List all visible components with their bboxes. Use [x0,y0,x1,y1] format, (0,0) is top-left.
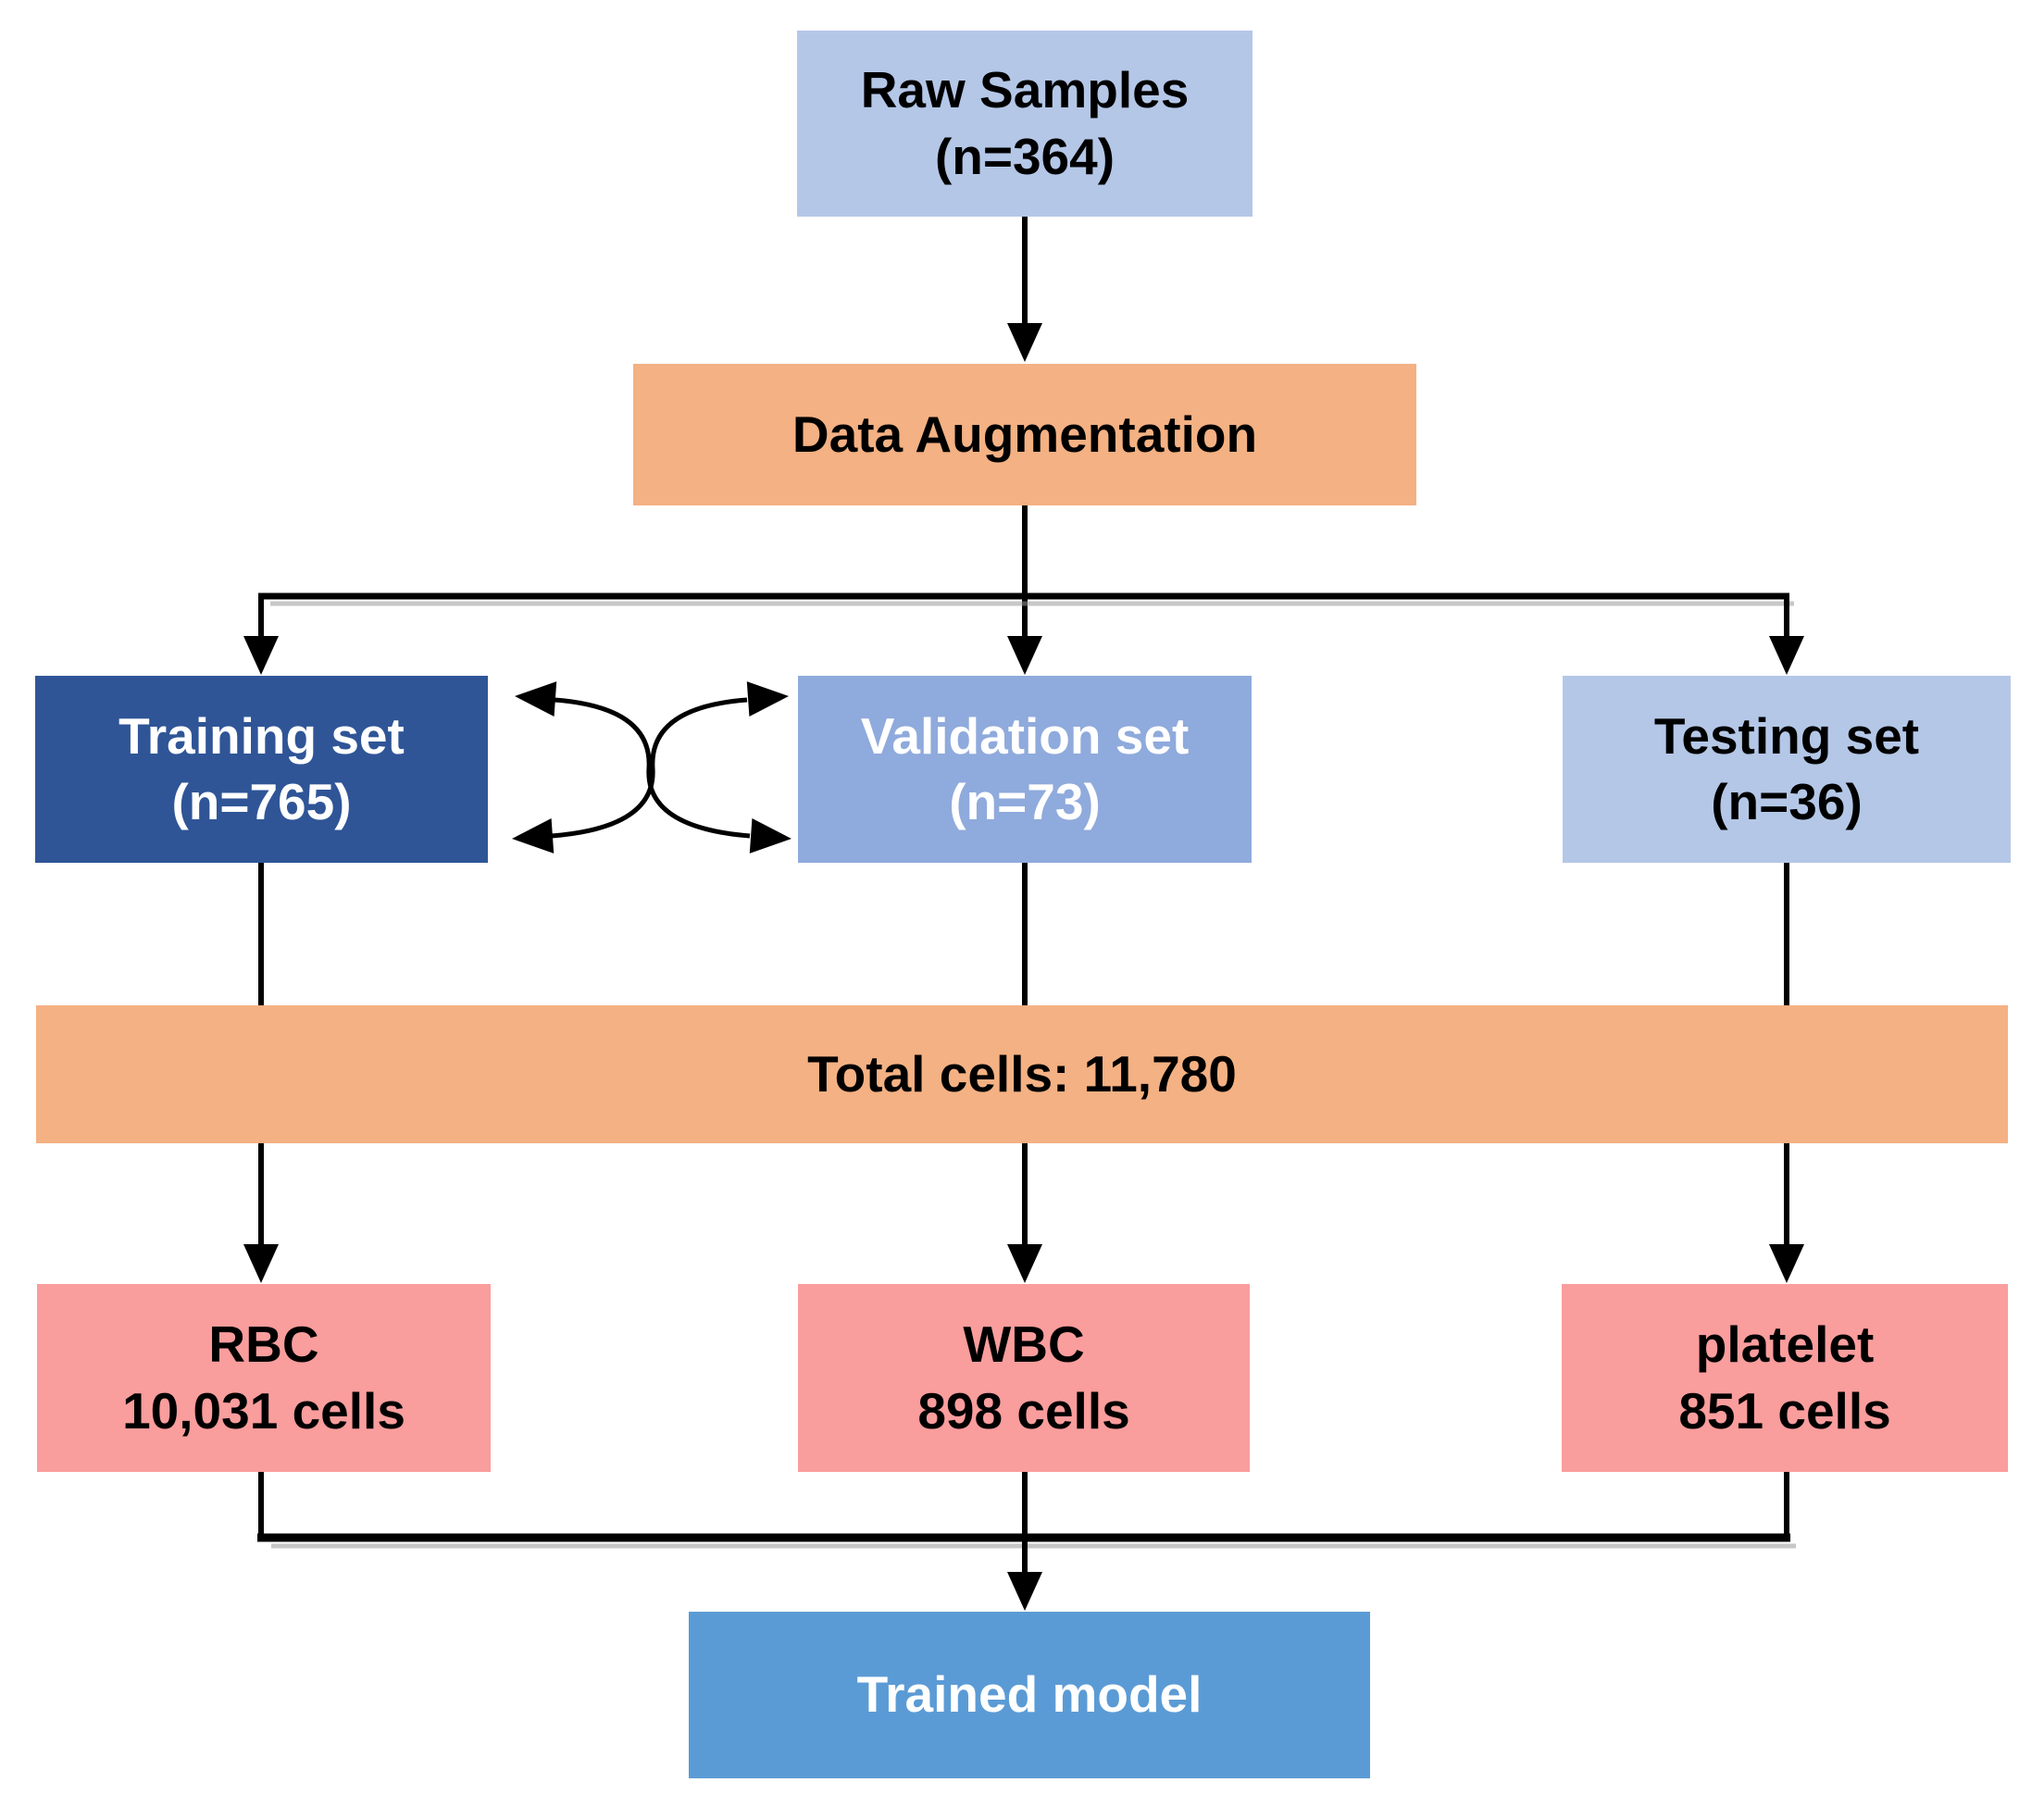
testing-set-box: Testing set (n=36) [1563,676,2011,863]
validation-set-count: (n=73) [949,773,1101,830]
platelet-count: 851 cells [1678,1381,1891,1440]
raw-samples-count: (n=364) [934,127,1115,185]
raw-samples-box: Raw Samples (n=364) [797,31,1253,217]
training-set-box: Training set (n=765) [35,676,488,863]
arrow-branch-to-training [243,636,279,675]
testing-set-count: (n=36) [1711,773,1863,830]
total-cells-bar: Total cells: 11,780 [36,1005,2008,1143]
validation-set-label: Validation set [860,706,1190,765]
training-set-label: Training set [118,706,405,765]
total-cells-label: Total cells: 11,780 [807,1044,1237,1103]
training-set-count: (n=765) [171,773,352,830]
platelet-box: platelet 851 cells [1562,1284,2008,1472]
arrow-branch-to-validation [1007,636,1042,675]
wbc-box: WBC 898 cells [798,1284,1250,1472]
arrow-branch-to-testing [1769,636,1804,675]
arrow-total-to-wbc [1007,1143,1042,1283]
rbc-box: RBC 10,031 cells [37,1284,491,1472]
arrow-total-to-rbc [243,1143,279,1283]
wbc-label: WBC [963,1315,1085,1373]
data-augmentation-label: Data Augmentation [791,405,1258,463]
trained-model-box: Trained model [689,1612,1370,1778]
data-augmentation-box: Data Augmentation [633,364,1416,505]
arrow-total-to-platelet [1769,1143,1804,1283]
validation-set-box: Validation set (n=73) [798,676,1252,863]
branch-connector [258,505,1794,637]
merge-connector [257,1472,1796,1549]
testing-set-label: Testing set [1653,706,1920,765]
platelet-label: platelet [1695,1315,1875,1373]
arrow-raw-to-augmentation [1007,217,1042,362]
arrow-to-trained-model [1007,1538,1042,1611]
rbc-count: 10,031 cells [122,1381,405,1440]
wbc-count: 898 cells [917,1381,1130,1440]
rbc-label: RBC [208,1315,319,1373]
cross-validation-arrows [512,681,791,854]
trained-model-label: Trained model [856,1665,1203,1724]
raw-samples-label: Raw Samples [860,61,1190,118]
